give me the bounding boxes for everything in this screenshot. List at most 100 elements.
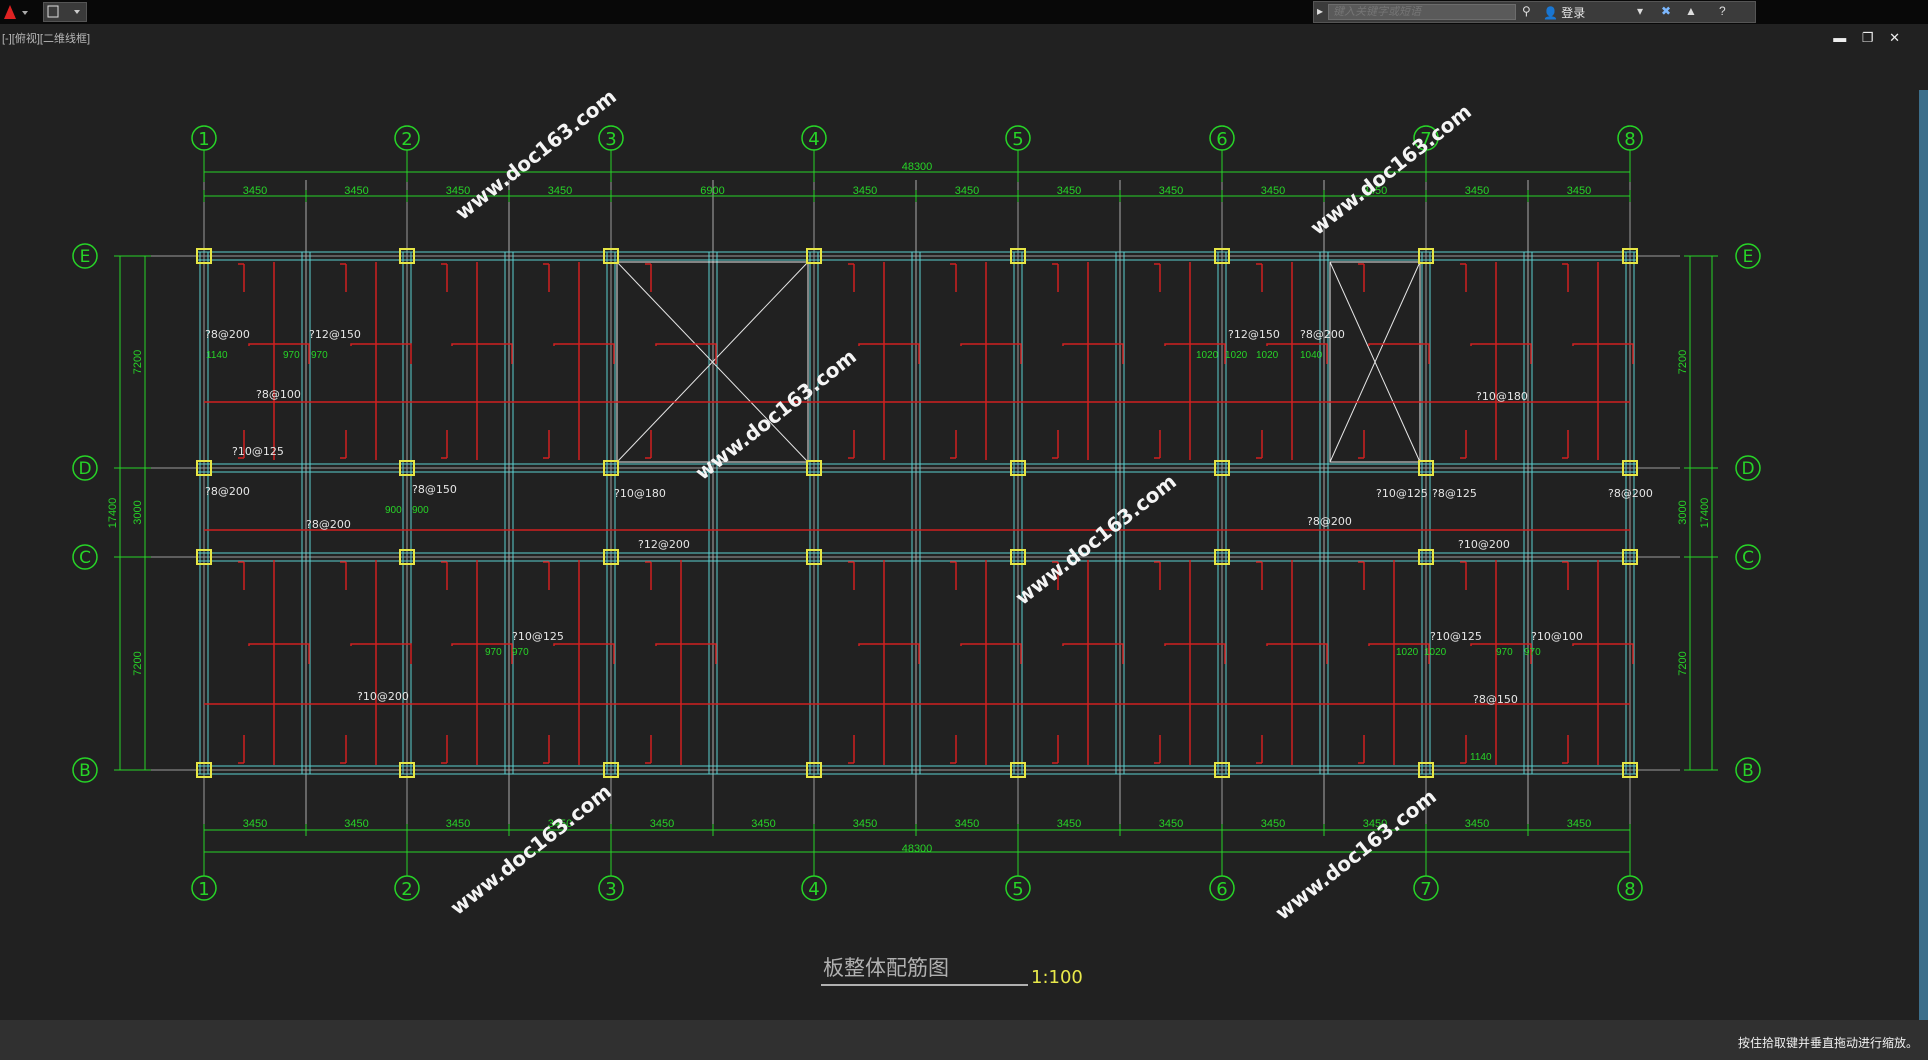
axis-label: 6 bbox=[1216, 129, 1227, 150]
drawing-title: 板整体配筋图 bbox=[823, 956, 949, 980]
overall-vertical-dimension: 17400 bbox=[107, 498, 119, 529]
rebar-label: ?10@200 bbox=[357, 690, 409, 703]
span-dimension: 3450 bbox=[1567, 185, 1591, 197]
rebar-hook bbox=[238, 430, 245, 459]
rebar-top-bar bbox=[1470, 643, 1532, 664]
rebar-extent-dimension: 1020 bbox=[1396, 647, 1419, 658]
rebar-extent-dimension: 1020 bbox=[1196, 350, 1219, 361]
application-menu-icon[interactable] bbox=[0, 2, 40, 22]
rebar-hook bbox=[645, 263, 652, 292]
drawing-window-controls[interactable]: ▬ ❐ ✕ bbox=[1833, 30, 1906, 45]
rebar-hook bbox=[1256, 430, 1263, 459]
overall-vertical-dimension: 17400 bbox=[1699, 498, 1711, 529]
rebar-extent-dimension: 970 bbox=[1524, 647, 1541, 658]
axis-label: 5 bbox=[1012, 129, 1023, 150]
column-marker bbox=[603, 762, 619, 778]
column-marker bbox=[1214, 460, 1230, 476]
rebar-hook bbox=[1562, 735, 1569, 764]
axis-label: 7 bbox=[1420, 129, 1431, 150]
column-marker bbox=[1010, 460, 1026, 476]
span-dimension: 3450 bbox=[955, 185, 979, 197]
overall-dimension: 48300 bbox=[902, 843, 933, 855]
column-marker bbox=[399, 549, 415, 565]
help-icon[interactable]: ? bbox=[1719, 4, 1726, 18]
rebar-hook bbox=[1256, 263, 1263, 292]
rebar-extent-dimension: 900 bbox=[385, 505, 402, 516]
column-marker bbox=[1418, 762, 1434, 778]
column-marker bbox=[1214, 762, 1230, 778]
axis-label: 4 bbox=[808, 129, 819, 150]
column-marker bbox=[196, 460, 212, 476]
rebar-top-bar bbox=[1062, 643, 1124, 664]
rebar-hook bbox=[1358, 263, 1365, 292]
quick-access-toolbar[interactable] bbox=[43, 2, 87, 22]
rebar-top-bar bbox=[1368, 643, 1430, 664]
rebar-label: ?10@180 bbox=[614, 487, 666, 500]
axis-label: 5 bbox=[1012, 879, 1023, 900]
rebar-label: ?12@150 bbox=[309, 328, 361, 341]
rebar-hook bbox=[1052, 561, 1059, 590]
rebar-hook bbox=[950, 263, 957, 292]
axis-label: E bbox=[80, 247, 91, 267]
rebar-extent-dimension: 970 bbox=[512, 647, 529, 658]
rebar-top-bar bbox=[1572, 343, 1634, 364]
vertical-dimension: 7200 bbox=[132, 651, 144, 675]
search-input[interactable] bbox=[1328, 4, 1516, 20]
rebar-top-bar bbox=[1266, 643, 1328, 664]
chevron-down-icon[interactable]: ▾ bbox=[1637, 4, 1644, 18]
axis-label: E bbox=[1743, 247, 1754, 267]
rebar-hook bbox=[238, 735, 245, 764]
column-marker bbox=[1010, 248, 1026, 264]
exchange-icon[interactable]: ✖ bbox=[1661, 4, 1672, 18]
rebar-hook bbox=[543, 735, 550, 764]
axis-label: D bbox=[78, 459, 91, 479]
autodesk-a360-icon[interactable]: ▲ bbox=[1685, 4, 1697, 18]
span-dimension: 3450 bbox=[1567, 818, 1591, 830]
rebar-top-bar bbox=[1572, 643, 1634, 664]
rebar-extent-dimension: 1140 bbox=[1470, 752, 1492, 763]
axis-label: 1 bbox=[198, 879, 209, 900]
span-dimension: 3450 bbox=[1465, 185, 1489, 197]
span-dimension: 3450 bbox=[955, 818, 979, 830]
vertical-dimension: 3000 bbox=[132, 500, 144, 524]
rebar-label: ?8@125 bbox=[1432, 487, 1477, 500]
rebar-hook bbox=[848, 561, 855, 590]
axis-bubble bbox=[72, 544, 98, 570]
axis-label: B bbox=[79, 761, 91, 781]
span-dimension: 3450 bbox=[853, 185, 877, 197]
viewport-controls[interactable]: [-][俯视][二维线框] bbox=[2, 33, 90, 45]
column-markers bbox=[196, 248, 1638, 778]
opening-outline bbox=[616, 261, 809, 463]
rebar-extent-dimension: 970 bbox=[311, 350, 328, 361]
span-dimension: 3450 bbox=[344, 818, 368, 830]
span-dimension: 3450 bbox=[1261, 185, 1285, 197]
drawing-scale: 1:100 bbox=[1031, 967, 1083, 988]
rebar-hook bbox=[441, 430, 448, 459]
binoculars-icon[interactable]: ⚲ bbox=[1522, 4, 1531, 18]
column-marker bbox=[603, 248, 619, 264]
span-dimension: 3450 bbox=[548, 185, 572, 197]
rebar-top-bar bbox=[858, 343, 920, 364]
span-dimension: 3450 bbox=[446, 185, 470, 197]
tool-palette-edge[interactable] bbox=[1919, 90, 1928, 1020]
rebar-hook bbox=[848, 735, 855, 764]
column-marker bbox=[1214, 549, 1230, 565]
rebar-extent-dimension: 1040 bbox=[1300, 350, 1323, 361]
title-bar: ▸ ⚲ 👤 登录 ▾ ✖ ▲ ? bbox=[0, 0, 1928, 24]
rebar-hook bbox=[238, 561, 245, 590]
span-dimension: 3450 bbox=[1159, 185, 1183, 197]
rebar-hook bbox=[1052, 735, 1059, 764]
rebar-label: ?12@200 bbox=[638, 538, 690, 551]
rebar-hook bbox=[1154, 735, 1161, 764]
rebar-hook bbox=[1052, 263, 1059, 292]
rebar-hook bbox=[645, 561, 652, 590]
login-button[interactable]: 👤 登录 bbox=[1543, 4, 1585, 21]
rebar-top-bar bbox=[960, 343, 1022, 364]
axis-label: 8 bbox=[1624, 879, 1635, 900]
expand-arrow-icon[interactable]: ▸ bbox=[1317, 4, 1324, 18]
column-marker bbox=[1418, 549, 1434, 565]
axis-bubble bbox=[1735, 455, 1761, 481]
column-marker bbox=[1010, 762, 1026, 778]
